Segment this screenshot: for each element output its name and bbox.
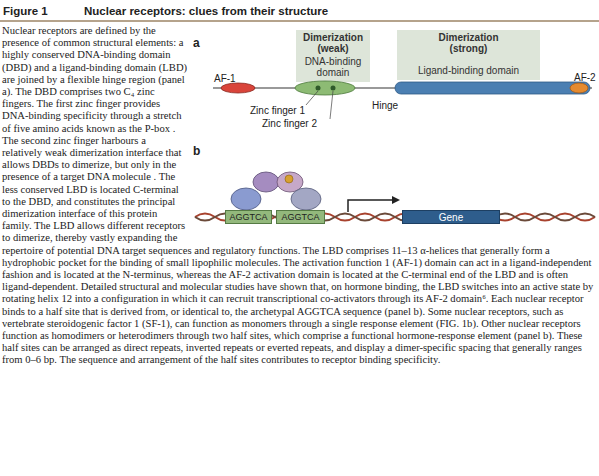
zinc-finger <box>316 86 321 91</box>
protein-backbone <box>213 87 592 89</box>
node-heading: AGGTCA <box>281 212 319 222</box>
node-heading: Gene <box>439 212 463 223</box>
node-text: Ligand-binding domain <box>418 65 519 76</box>
arrow-head <box>392 196 400 204</box>
node-text: DNA-binding domain <box>298 56 368 78</box>
figure-label: Figure 1 <box>3 5 48 17</box>
dimerization-band: Dimerization (strong) Ligand-binding doma… <box>397 30 540 80</box>
ligand <box>285 175 293 183</box>
half-site-box: AGGTCA <box>225 210 272 224</box>
receptor-dbd <box>231 188 261 210</box>
gene-box: Gene <box>402 210 500 224</box>
node-heading: Dimerization (strong) <box>430 32 508 54</box>
transcription-arrow <box>348 200 392 212</box>
figure-label: Hinge <box>372 100 398 111</box>
receptor-lbd <box>277 172 303 192</box>
figure-label: Zinc finger 1 <box>250 105 305 116</box>
figure-label: AF-1 <box>214 73 236 84</box>
half-site-box: AGGTCA <box>276 210 325 224</box>
node-heading: Dimerization (weak) <box>298 32 368 54</box>
af1-domain <box>221 83 255 93</box>
figure-label: b <box>193 144 200 158</box>
figure-label: a <box>193 36 200 50</box>
dna-binding-domain <box>295 81 355 95</box>
ligand-binding-domain <box>395 82 590 94</box>
zinc-finger <box>331 86 336 91</box>
node-heading: AGGTCA <box>229 212 267 222</box>
leader-line <box>306 91 318 105</box>
figure-title: Nuclear receptors: clues from their stru… <box>84 5 328 17</box>
title-rule <box>0 20 599 22</box>
receptor-lbd <box>253 172 279 192</box>
receptor-dbd <box>291 188 321 210</box>
figure-label: AF-2 <box>574 72 596 83</box>
figure-label: Zinc finger 2 <box>262 118 317 129</box>
dimerization-band: Dimerization (weak)DNA-binding domain <box>296 30 370 82</box>
af2-domain <box>570 83 588 93</box>
leader-line <box>330 91 333 119</box>
